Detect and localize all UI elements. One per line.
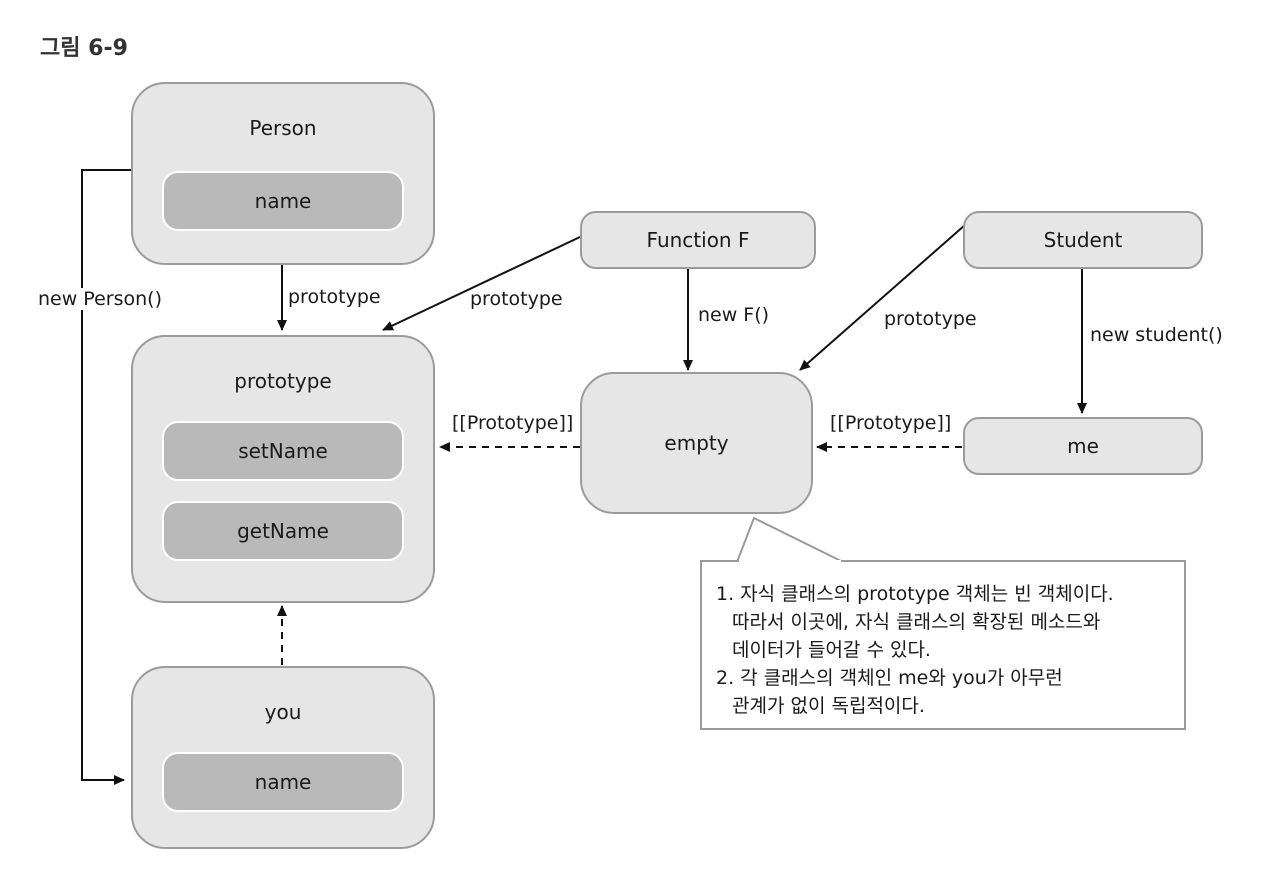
empty-node: empty <box>580 372 813 514</box>
student-prototype-label: prototype <box>884 308 977 330</box>
note-pointer-gap <box>739 560 841 564</box>
note-callout <box>700 560 1186 730</box>
new-student-label: new student() <box>1090 324 1223 346</box>
f-prototype-edge <box>382 236 581 331</box>
you-node: you name <box>131 666 435 849</box>
note-line-2: 따라서 이곳에, 자식 클래스의 확장된 메소드와 <box>732 611 1101 633</box>
person-label: Person <box>249 116 317 140</box>
f-prototype-label: prototype <box>470 288 563 310</box>
get-name-method: getName <box>162 501 404 561</box>
student-prototype-edge <box>799 224 966 371</box>
you-label: you <box>264 700 302 724</box>
person-node: Person name <box>131 82 435 265</box>
new-f-label: new F() <box>698 304 770 326</box>
person-prototype-node: prototype setName getName <box>131 335 435 603</box>
note-line-1: 1. 자식 클래스의 prototype 객체는 빈 객체이다. <box>716 583 1114 605</box>
new-person-edge <box>81 169 133 785</box>
figure-title: 그림 6-9 <box>40 36 128 61</box>
person-prototype-label: prototype <box>288 286 381 308</box>
you-name-field: name <box>162 752 404 812</box>
student-node: Student <box>963 211 1203 269</box>
note-text: 1. 자식 클래스의 prototype 객체는 빈 객체이다. 따라서 이곳에… <box>716 580 1114 720</box>
note-line-5: 관계가 없이 독립적이다. <box>732 695 925 717</box>
note-pointer <box>736 516 844 563</box>
me-node: me <box>963 417 1203 475</box>
empty-proto-link-label: [[Prototype]] <box>452 412 574 434</box>
note-line-3: 데이터가 들어갈 수 있다. <box>732 639 931 661</box>
new-person-label: new Person() <box>38 288 162 310</box>
prototype-label: prototype <box>234 369 332 393</box>
function-f-node: Function F <box>580 211 816 269</box>
note-line-4: 2. 각 클래스의 객체인 me와 you가 아무런 <box>716 667 1063 689</box>
set-name-method: setName <box>162 421 404 481</box>
me-proto-link-label: [[Prototype]] <box>830 412 952 434</box>
person-name-field: name <box>162 171 404 231</box>
